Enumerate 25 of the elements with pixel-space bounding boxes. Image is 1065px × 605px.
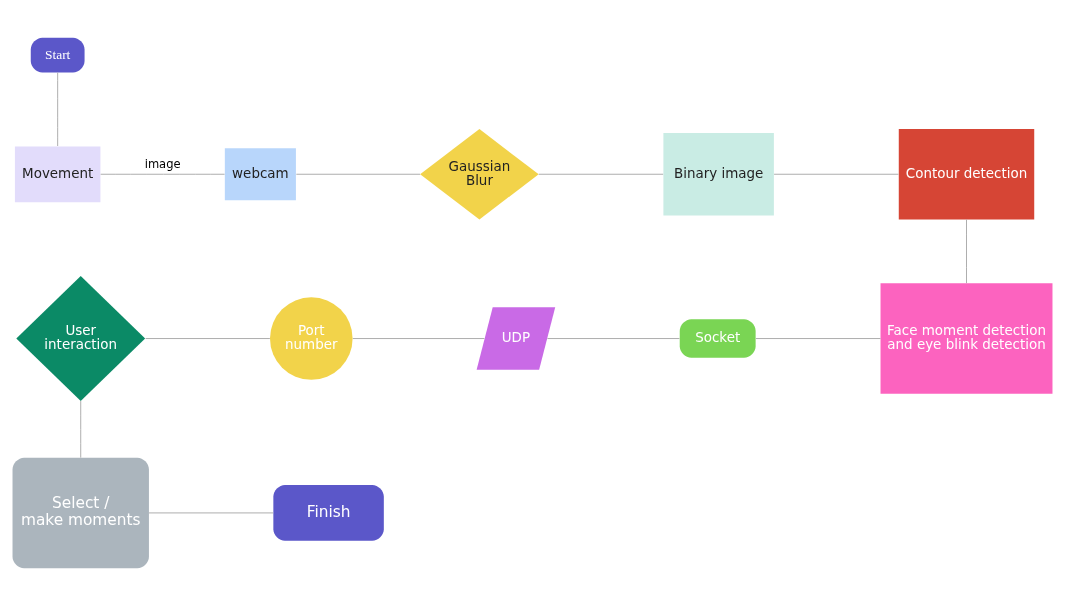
node-diamond: Gaussian Blur (420, 128, 539, 219)
node-circle: Port number (270, 296, 353, 380)
node-box: Binary image (663, 132, 774, 216)
node-box: Start (30, 37, 85, 72)
node-box: Socket (679, 318, 756, 358)
node-box: Finish (273, 484, 384, 541)
connector (546, 337, 680, 339)
connector (755, 337, 881, 339)
node-box: Contour detection (898, 128, 1035, 219)
node-box: Movement (14, 145, 101, 202)
node-box: Select / make moments (12, 457, 149, 568)
edge-label: image (144, 156, 181, 171)
connector (145, 337, 271, 339)
connector (80, 400, 82, 458)
connector (966, 218, 967, 284)
connector (352, 337, 485, 339)
connector (148, 511, 274, 513)
node-diamond: User interaction (16, 275, 146, 401)
node-box: webcam (224, 147, 296, 200)
connector (57, 71, 59, 146)
connector (538, 173, 664, 175)
connector (295, 173, 421, 175)
connector (773, 173, 899, 175)
node-box: Face moment detection and eye blink detection (880, 282, 1053, 394)
connector (100, 173, 226, 175)
